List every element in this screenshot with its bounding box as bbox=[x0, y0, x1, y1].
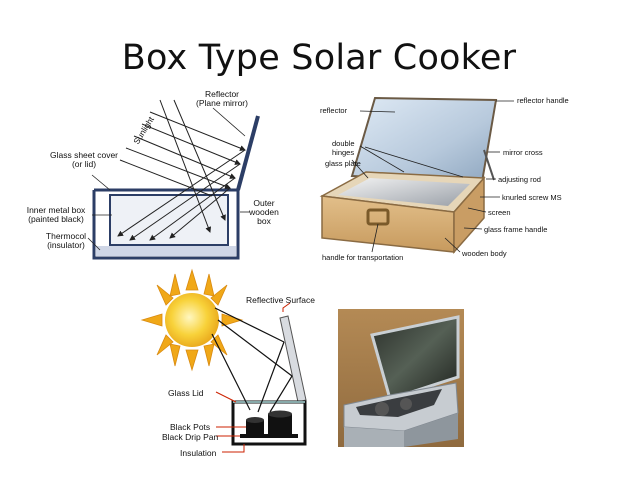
black-drip-pan bbox=[240, 434, 298, 438]
label-painted-black: (painted black) bbox=[28, 214, 84, 224]
box-side bbox=[453, 176, 485, 254]
reflector-mirror bbox=[236, 115, 260, 191]
label-glass-plate: glass plate bbox=[325, 159, 361, 168]
label-glass-frame-handle: glass frame handle bbox=[484, 225, 547, 234]
label-handle-transport: handle for transportation bbox=[322, 253, 403, 262]
label-glass-sheet: Glass sheet cover bbox=[50, 150, 118, 160]
label-or-lid: (or lid) bbox=[72, 159, 96, 169]
label-thermocol: Thermocol bbox=[46, 231, 86, 241]
label-screen: screen bbox=[488, 208, 511, 217]
label-adjusting-rod: adjusting rod bbox=[498, 175, 541, 184]
box-interior bbox=[338, 178, 470, 206]
cooker-photo bbox=[338, 309, 464, 447]
slide-title: Box Type Solar Cooker bbox=[121, 38, 517, 78]
label-knurled-screw: knurled screw MS bbox=[502, 193, 562, 202]
label-glass-lid: Glass Lid bbox=[168, 388, 204, 398]
sun-icon bbox=[165, 293, 219, 347]
sun-rays bbox=[117, 99, 246, 241]
outer-wooden-box bbox=[92, 190, 240, 260]
label-reflective-surface: Reflective Surface bbox=[246, 295, 315, 305]
label-outer: Outer bbox=[253, 198, 274, 208]
thermocol-fill bbox=[96, 246, 236, 256]
adjusting-rod bbox=[483, 149, 495, 181]
label-insulation: Insulation bbox=[180, 448, 217, 458]
label-hinges: hinges bbox=[332, 148, 354, 157]
sun-to-box-rays bbox=[211, 307, 293, 413]
label-black-pots: Black Pots bbox=[170, 422, 210, 432]
label-double: double bbox=[332, 139, 355, 148]
label-insulator: (insulator) bbox=[47, 240, 85, 250]
label-wooden-body: wooden body bbox=[461, 249, 507, 258]
reflective-surface bbox=[279, 315, 307, 403]
label-wooden: wooden bbox=[248, 207, 279, 217]
label-plane-mirror: (Plane mirror) bbox=[196, 98, 248, 108]
label-reflector-3d: reflector bbox=[320, 106, 348, 115]
black-pot-left bbox=[246, 420, 264, 434]
label-reflector-handle: reflector handle bbox=[517, 96, 569, 105]
label-mirror-cross: mirror cross bbox=[503, 148, 543, 157]
black-pot-right bbox=[268, 414, 292, 434]
label-box: box bbox=[257, 216, 271, 226]
label-black-drip-pan: Black Drip Pan bbox=[162, 432, 218, 442]
label-inner-box: Inner metal box bbox=[27, 205, 86, 215]
label-reflector: Reflector bbox=[205, 89, 239, 99]
